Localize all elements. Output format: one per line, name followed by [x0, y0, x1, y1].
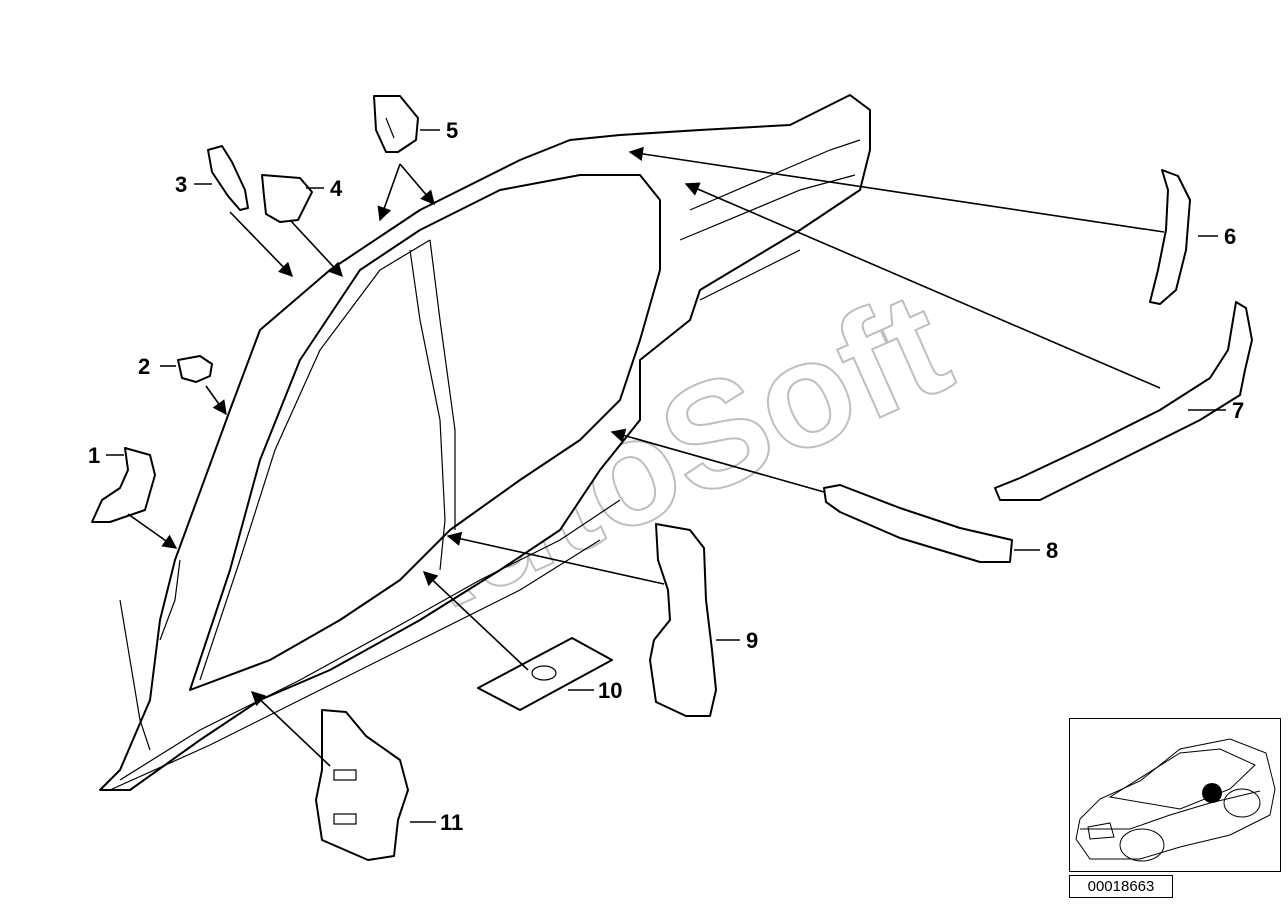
callout-2: 2 [138, 354, 150, 379]
callout-5: 5 [446, 118, 458, 143]
reference-code: 00018663 [1069, 875, 1173, 898]
callout-1: 1 [88, 443, 100, 468]
side-frame [99, 94, 871, 791]
callout-6: 6 [1224, 224, 1236, 249]
part-7-rail[interactable] [994, 301, 1253, 501]
part-5-cap[interactable] [373, 95, 419, 153]
callout-4: 4 [330, 176, 343, 201]
part-3-bracket[interactable] [207, 145, 249, 211]
vehicle-locator-inset [1069, 718, 1281, 872]
part-6-bracket[interactable] [1149, 169, 1191, 305]
leader-lines [127, 146, 1165, 767]
callout-7: 7 [1232, 398, 1244, 423]
callout-10: 10 [598, 678, 622, 703]
part-8-strip[interactable] [823, 484, 1013, 563]
part-9-panel[interactable] [649, 523, 717, 717]
part-2-clip[interactable] [177, 355, 213, 383]
part-4-cap[interactable] [261, 174, 313, 223]
part-1-trim[interactable] [91, 447, 156, 523]
callout-8: 8 [1046, 538, 1058, 563]
callout-11: 11 [440, 810, 463, 835]
part-10-pad[interactable] [477, 637, 613, 711]
callout-9: 9 [746, 628, 758, 653]
callout-3: 3 [175, 172, 187, 197]
callout-dashes [106, 129, 1226, 823]
location-marker-icon [1202, 783, 1222, 803]
car-outline-icon [1075, 738, 1276, 862]
part-11-panel[interactable] [315, 709, 409, 861]
callout-labels: 1 2 3 4 5 6 7 8 9 10 11 [88, 118, 1244, 835]
